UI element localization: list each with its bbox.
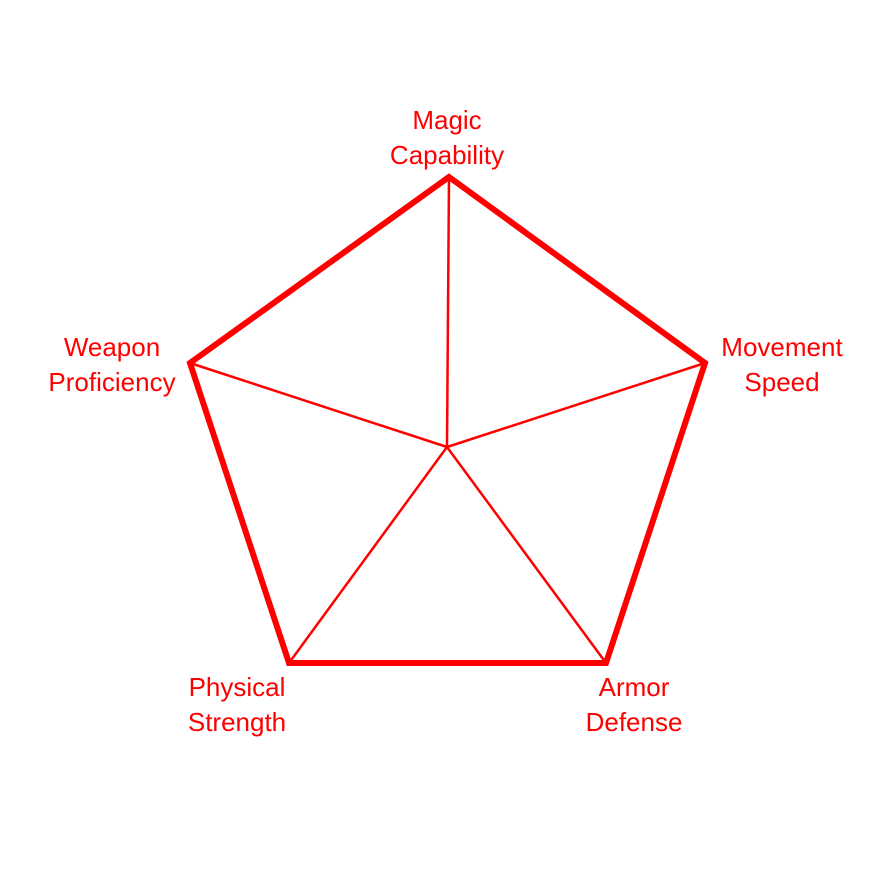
- pentagon-outline: [186, 173, 709, 666]
- label-line: Defense: [585, 707, 683, 737]
- spoke-line: [287, 446, 449, 664]
- label-line: Strength: [187, 707, 287, 737]
- label-line: Weapon: [63, 332, 161, 362]
- axis-label-movement-speed: Movement Speed: [721, 330, 842, 400]
- label-line: Magic: [412, 105, 482, 135]
- spoke-line: [445, 446, 608, 664]
- spoke-line: [189, 361, 448, 449]
- label-line: Movement: [721, 332, 843, 362]
- spoke-line: [446, 361, 706, 449]
- label-line: Physical: [188, 672, 286, 702]
- axis-label-weapon-proficiency: Weapon Proficiency: [48, 330, 175, 400]
- axis-label-magic-capability: Magic Capability: [390, 103, 504, 173]
- label-line: Capability: [389, 140, 505, 170]
- axis-label-physical-strength: Physical Strength: [188, 670, 286, 740]
- spoke-line: [445, 176, 451, 448]
- label-line: Armor: [598, 672, 670, 702]
- label-line: Proficiency: [48, 367, 176, 397]
- axis-label-armor-defense: Armor Defense: [586, 670, 683, 740]
- label-line: Speed: [744, 367, 820, 397]
